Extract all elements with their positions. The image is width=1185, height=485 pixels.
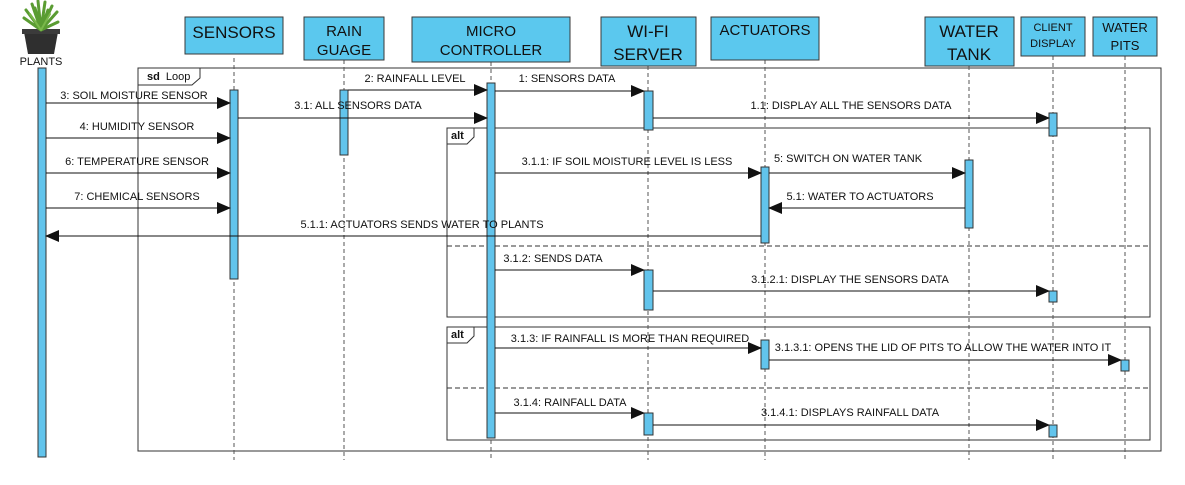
loop-frame-label: sd Loop (147, 71, 190, 83)
message-humidity-sensor: 4: HUMIDITY SENSOR (46, 121, 231, 144)
participant-sensors-label: SENSORS (192, 23, 275, 42)
message-label: 3: SOIL MOISTURE SENSOR (60, 90, 208, 102)
participant-wifi-server-box (600, 16, 697, 67)
message-actuators-sends-water-to-plants: 5.1.1: ACTUATORS SENDS WATER TO PLANTS (45, 219, 761, 242)
message-displays-rainfall-data: 3.1.4.1: DISPLAYS RAINFALL DATA (653, 407, 1050, 431)
participant-client-display-label-2: DISPLAY (1030, 38, 1076, 50)
participant-rain-guage-box (303, 16, 385, 61)
activation-client-display-1 (1048, 112, 1058, 137)
activation-actuators-1 (760, 166, 770, 244)
message-rainfall-data: 3.1.4: RAINFALL DATA (495, 397, 645, 419)
activation-rain-guage (339, 89, 349, 156)
activation-actuators-2 (760, 339, 770, 370)
participant-plants-label: PLANTS (20, 56, 63, 68)
message-sends-data: 3.1.2: SENDS DATA (495, 253, 645, 276)
activation-wifi-server-3 (643, 412, 654, 436)
message-display-all-sensors-data: 1.1: DISPLAY ALL THE SENSORS DATA (653, 100, 1050, 124)
message-label: 3.1.3: IF RAINFALL IS MORE THAN REQUIRED (511, 333, 749, 345)
message-label: 7: CHEMICAL SENSORS (74, 191, 200, 203)
message-chemical-sensors: 7: CHEMICAL SENSORS (46, 191, 231, 214)
loop-keyword: sd (147, 71, 160, 83)
message-label: 3.1.3.1: OPENS THE LID OF PITS TO ALLOW … (775, 342, 1112, 354)
alt-frame-1: alt (446, 127, 1151, 318)
participant-water-tank-label-2: TANK (947, 45, 992, 64)
alt-frame-2: alt (446, 326, 1151, 441)
loop-name: Loop (166, 71, 190, 83)
message-water-to-actuators: 5.1: WATER TO ACTUATORS (768, 191, 965, 214)
participant-wifi-server-label-1: WI-FI (627, 22, 669, 41)
potted-plant-icon (22, 0, 60, 54)
alt-frame-1-label: alt (451, 130, 464, 142)
message-label: 3.1.4.1: DISPLAYS RAINFALL DATA (761, 407, 940, 419)
message-label: 3.1.2: SENDS DATA (503, 253, 603, 265)
message-sensors-data: 1: SENSORS DATA (495, 73, 645, 97)
participant-actuators-box (710, 16, 820, 61)
message-label: 1: SENSORS DATA (519, 73, 616, 85)
activation-bars (37, 67, 1130, 458)
participant-micro-controller-box (411, 16, 571, 63)
activation-client-display-3 (1048, 424, 1058, 438)
alt-frame-2-label: alt (451, 329, 464, 341)
participant-client-display-box (1020, 16, 1086, 57)
message-rainfall-level: 2: RAINFALL LEVEL (348, 73, 488, 96)
activation-sensors (229, 89, 239, 280)
participant-micro-controller-label-2: CONTROLLER (440, 42, 543, 59)
participant-sensors-box (184, 16, 284, 55)
message-label: 5.1.1: ACTUATORS SENDS WATER TO PLANTS (300, 219, 543, 231)
participant-micro-controller-label-1: MICRO (466, 23, 516, 40)
activation-client-display-2 (1048, 290, 1058, 303)
participant-water-pits-label-1: WATER (1102, 20, 1148, 35)
participant-rain-guage-label-1: RAIN (326, 23, 362, 40)
message-label: 3.1: ALL SENSORS DATA (294, 100, 422, 112)
message-label: 1.1: DISPLAY ALL THE SENSORS DATA (751, 100, 953, 112)
activation-water-pits (1120, 359, 1130, 372)
message-soil-moisture-sensor: 3: SOIL MOISTURE SENSOR (46, 90, 231, 109)
message-label: 3.1.1: IF SOIL MOISTURE LEVEL IS LESS (522, 156, 733, 168)
participant-rain-guage-label-2: GUAGE (317, 42, 371, 59)
activation-micro-controller (486, 82, 496, 439)
participant-heads: PLANTS SENSORS RAIN GUAGE MICRO CONTROLL… (20, 0, 1158, 68)
activation-wifi-server-2 (643, 269, 654, 311)
message-temperature-sensor: 6: TEMPERATURE SENSOR (46, 156, 231, 179)
message-label: 4: HUMIDITY SENSOR (80, 121, 195, 133)
participant-actuators-label: ACTUATORS (719, 22, 810, 39)
message-label: 3.1.4: RAINFALL DATA (514, 397, 628, 409)
participant-water-tank-label-1: WATER (939, 22, 999, 41)
messages: 2: RAINFALL LEVEL 1: SENSORS DATA 3: SOI… (45, 73, 1122, 431)
message-if-rainfall-is-more-than-required: 3.1.3: IF RAINFALL IS MORE THAN REQUIRED (495, 333, 762, 354)
message-if-soil-moisture-level-is-less: 3.1.1: IF SOIL MOISTURE LEVEL IS LESS (495, 156, 762, 179)
participant-water-tank-box (924, 16, 1015, 67)
loop-frame: sd Loop (137, 67, 1162, 452)
participant-water-pits-box (1092, 16, 1158, 57)
message-label: 5: SWITCH ON WATER TANK (774, 153, 923, 165)
message-all-sensors-data: 3.1: ALL SENSORS DATA (238, 100, 488, 124)
activation-plants (37, 67, 47, 458)
message-label: 2: RAINFALL LEVEL (364, 73, 465, 85)
activation-wifi-server-1 (643, 90, 654, 131)
participant-water-pits-label-2: PITS (1111, 38, 1140, 53)
message-label: 5.1: WATER TO ACTUATORS (786, 191, 933, 203)
message-switch-on-water-tank: 5: SWITCH ON WATER TANK (769, 153, 966, 179)
message-label: 6: TEMPERATURE SENSOR (65, 156, 209, 168)
participant-wifi-server-label-2: SERVER (613, 45, 683, 64)
message-opens-the-lid-of-pits: 3.1.3.1: OPENS THE LID OF PITS TO ALLOW … (769, 342, 1122, 366)
message-display-the-sensors-data: 3.1.2.1: DISPLAY THE SENSORS DATA (653, 274, 1050, 297)
message-label: 3.1.2.1: DISPLAY THE SENSORS DATA (751, 274, 949, 286)
participant-client-display-label-1: CLIENT (1033, 22, 1072, 34)
lifelines (233, 56, 1126, 460)
activation-water-tank (964, 159, 974, 229)
